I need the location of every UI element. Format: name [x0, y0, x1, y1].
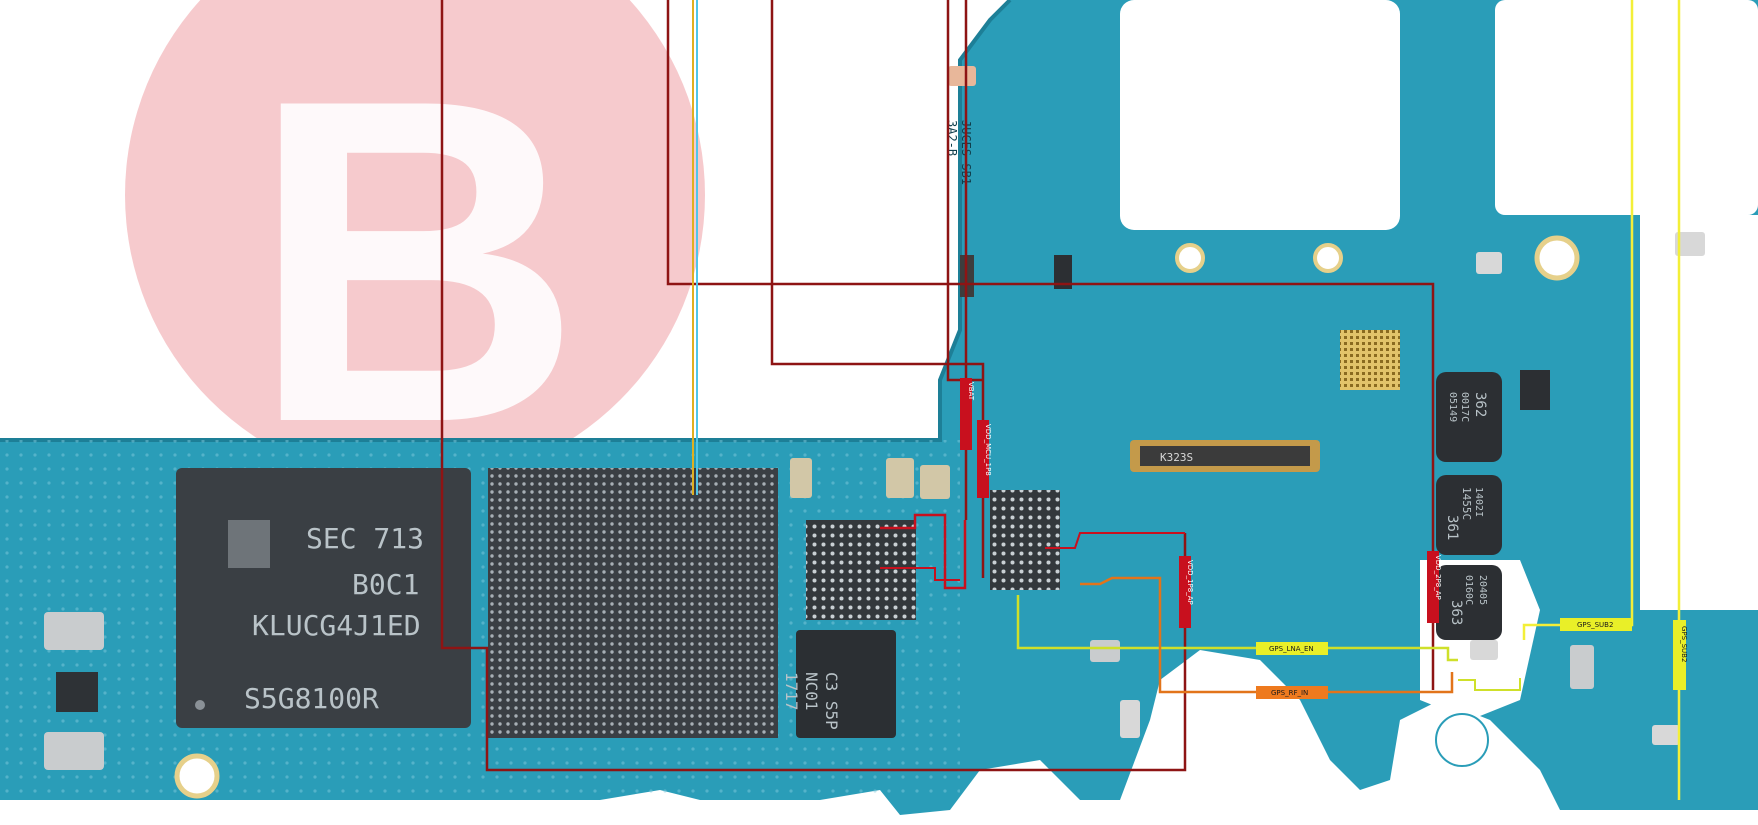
inductor-362: 362 0017C 05149 — [1436, 372, 1502, 462]
net-label-vdd-2p8-ap: VDD_2P8_AP — [1427, 551, 1442, 623]
inductor-363-line-1: 20405 — [1477, 575, 1488, 605]
net-label-gps-sub2-horizontal-text: GPS_SUB2 — [1577, 621, 1613, 629]
small-ic: C3 S5P NC01 1717 — [782, 630, 896, 738]
net-label-gps-rf-in-text: GPS_RF_IN — [1271, 689, 1308, 697]
trace-red-pmic — [880, 513, 967, 590]
memory-chip-line-3: KLUCG4J1ED — [252, 609, 421, 642]
watermark-logo: B — [125, 0, 705, 518]
connector-label: K323S — [1160, 451, 1193, 464]
net-label-gps-sub2-horizontal: GPS_SUB2 — [1560, 618, 1632, 631]
qr-code — [1340, 330, 1400, 390]
gps-chip — [990, 490, 1060, 590]
inductor-362-line-2: 0017C — [1459, 392, 1470, 422]
net-label-gps-lna-en-text: GPS_LNA_EN — [1269, 645, 1314, 653]
inductor-363: 20405 0160C 363 — [1436, 565, 1502, 640]
small-ic-line-1: C3 S5P — [822, 672, 841, 730]
trace-red-gps — [1045, 532, 1185, 549]
board-connector: K323S — [1130, 440, 1320, 472]
memory-chip-line-4: S5G8100R — [244, 682, 379, 715]
memory-chip-line-1: SEC 713 — [306, 522, 424, 555]
net-label-gps-sub2-vertical-text: GPS_SUB2 — [1680, 626, 1688, 662]
trace-gps-lna-en — [1016, 595, 1458, 662]
net-label-vbat: VBAT — [960, 378, 975, 450]
inductor-362-line-1: 362 — [1472, 392, 1488, 417]
inductor-361: 1402I 1455C 361 — [1436, 475, 1502, 555]
small-ic-line-2: NC01 — [802, 672, 821, 711]
trace-gps-lna-end — [1458, 678, 1521, 691]
net-label-vbat-text: VBAT — [967, 382, 975, 401]
trace-gps-rf-in — [1080, 576, 1454, 694]
smd-components — [44, 66, 1705, 770]
trace-red-pmic-2 — [880, 567, 960, 581]
inductor-363-line-2: 0160C — [1463, 575, 1474, 605]
trace-vdd-2p8 — [666, 0, 1435, 690]
net-label-gps-rf-in: GPS_RF_IN — [1256, 686, 1328, 699]
watermark-letter: B — [250, 5, 582, 518]
net-labels: VBAT VDD_MCU_1P8 VDD_1P8_AP VDD_2P8_AP G… — [960, 378, 1688, 699]
net-label-gps-sub2-vertical: GPS_SUB2 — [1673, 620, 1688, 690]
inductor-361-line-3: 361 — [1444, 515, 1460, 540]
processor-chip — [488, 468, 778, 738]
net-label-gps-lna-en: GPS_LNA_EN — [1256, 642, 1328, 655]
small-ic-line-3: 1717 — [782, 672, 801, 711]
trace-vbat-loop — [440, 0, 1187, 772]
net-label-vdd-2p8-ap-text: VDD_2P8_AP — [1434, 555, 1442, 600]
inductor-363-line-3: 363 — [1448, 600, 1464, 625]
pmic-chip — [806, 520, 916, 620]
net-label-vdd-1p8-ap: VDD_1P8_AP — [1179, 556, 1194, 628]
memory-chip: SEC 713 B0C1 KLUCG4J1ED S5G8100R — [176, 468, 471, 728]
net-label-vdd-mcu: VDD_MCU_1P8 — [977, 420, 992, 498]
net-label-vdd-1p8-ap-text: VDD_1P8_AP — [1186, 560, 1194, 605]
inductor-361-line-1: 1402I — [1473, 487, 1484, 517]
inductor-362-line-3: 05149 — [1447, 392, 1458, 422]
inductor-361-line-2: 1455C — [1460, 487, 1473, 520]
net-label-vdd-mcu-text: VDD_MCU_1P8 — [984, 424, 992, 476]
memory-chip-line-2: B0C1 — [352, 568, 419, 601]
